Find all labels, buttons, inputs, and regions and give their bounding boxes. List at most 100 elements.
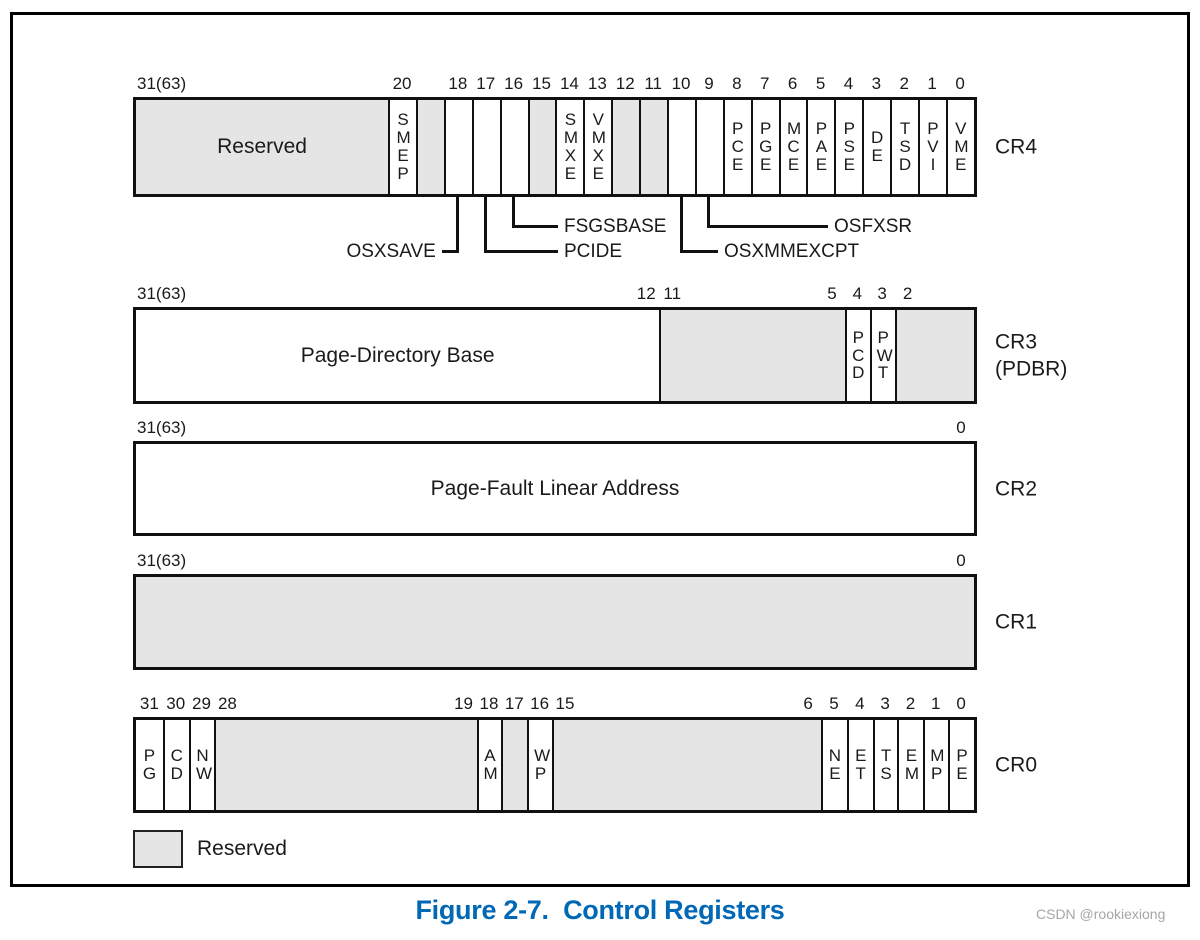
reserved-cell: Reserved	[136, 100, 389, 194]
bit-number: 0	[956, 551, 966, 570]
bit-field-cell: PSE	[834, 100, 862, 194]
callout-line	[679, 250, 718, 253]
bit-number: 12	[636, 284, 656, 303]
bit-field-label: SMEP	[396, 110, 411, 183]
register-name-cr2: CR2	[995, 476, 1038, 500]
bit-number: 7	[760, 74, 770, 93]
bit-field-cell: PG	[136, 720, 163, 810]
bit-number: 2	[899, 74, 909, 93]
callout-label: OSXSAVE	[346, 240, 436, 262]
bit-field-cell	[694, 100, 723, 194]
bit-field-label: ET	[855, 746, 867, 783]
reserved-cell	[659, 310, 845, 401]
bit-field-label: PSE	[843, 119, 855, 174]
callout-line	[707, 197, 711, 228]
bit-field-cell: PGE	[750, 100, 779, 194]
bit-number: 3	[877, 284, 887, 303]
bit-field-cell: PE	[948, 720, 974, 810]
bit-number: 0	[955, 74, 965, 93]
bit-field-cell: Page-Fault Linear Address	[136, 444, 974, 533]
bit-number: 16	[504, 74, 524, 93]
bit-field-cell: PCD	[844, 310, 870, 401]
bit-field-cell: EM	[897, 720, 923, 810]
bit-field-label: EM	[904, 746, 920, 783]
bit-range-label: 31(63)	[137, 284, 187, 303]
bit-number: 17	[476, 74, 496, 93]
watermark-text: CSDN @rookiexiong	[1036, 906, 1166, 922]
bit-field-cell: MP	[923, 720, 948, 810]
bit-field-cell: PWT	[869, 310, 895, 401]
reserved-cell	[639, 100, 667, 194]
bit-field-label: Page-Fault Linear Address	[430, 476, 680, 500]
bit-number: 5	[829, 694, 839, 713]
register-name-cr1: CR1	[995, 610, 1038, 634]
bit-field-label: PAE	[815, 119, 828, 174]
bit-field-cell	[443, 100, 472, 194]
bit-number: 15	[555, 694, 575, 713]
bit-field-label: PVI	[927, 119, 939, 174]
callout-label: PCIDE	[564, 240, 623, 262]
bit-field-cell: VMXE	[583, 100, 611, 194]
bit-field-cell: ET	[846, 720, 873, 810]
bit-number: 4	[855, 694, 865, 713]
bit-field-cell: TS	[872, 720, 898, 810]
bit-field-cell: TSD	[890, 100, 918, 194]
bit-field-label: NW	[196, 746, 213, 783]
bit-number: 5	[827, 284, 837, 303]
bit-field-label: PCE	[731, 119, 744, 174]
bit-number: 14	[559, 74, 579, 93]
bit-number: 28	[217, 694, 237, 713]
callout-line	[707, 225, 828, 228]
bit-number: 6	[787, 74, 798, 93]
reserved-cell	[551, 720, 822, 810]
callout-label: OSXMMEXCPT	[724, 240, 860, 262]
callout-line	[484, 250, 558, 253]
bit-number: 4	[852, 284, 863, 303]
legend-reserved-label: Reserved	[197, 837, 287, 860]
reserved-cell	[136, 577, 974, 667]
callout-line	[441, 250, 460, 253]
bit-field-label: PE	[956, 746, 968, 783]
bit-field-cell	[499, 100, 528, 194]
bit-number: 19	[454, 694, 474, 713]
bit-number: 11	[644, 74, 662, 93]
bit-number: 12	[615, 74, 635, 93]
bit-field-cell: NE	[821, 720, 847, 810]
figure-caption: Figure 2-7. Control Registers	[415, 895, 785, 925]
reserved-cell	[611, 100, 640, 194]
bit-number: 1	[931, 694, 941, 713]
bit-range-label: 31(63)	[137, 551, 187, 570]
bit-number: 3	[871, 74, 882, 93]
bit-range-label: 31(63)	[137, 418, 187, 437]
bit-field-label: MCE	[787, 119, 802, 174]
bit-field-label: DE	[871, 128, 884, 165]
bit-number: 18	[448, 74, 468, 93]
bit-field-label: PWT	[876, 327, 893, 383]
bit-field-cell: NW	[188, 720, 215, 810]
bit-field-label: NE	[828, 746, 842, 783]
bit-field-label: PGE	[759, 119, 773, 174]
bit-field-cell: PVI	[918, 100, 946, 194]
reserved-cell	[894, 310, 974, 401]
bit-number: 3	[880, 694, 890, 713]
callout-label: FSGSBASE	[564, 215, 667, 237]
bit-number: 8	[732, 74, 742, 93]
bit-field-cell: PCE	[722, 100, 751, 194]
bit-field-cell: SMEP	[388, 100, 416, 194]
bit-field-label: AM	[483, 746, 498, 783]
bit-number: 17	[504, 694, 524, 713]
reserved-cell	[501, 720, 528, 810]
bit-number: 11	[663, 284, 682, 303]
bit-number: 2	[905, 694, 916, 713]
bit-number: 0	[956, 694, 966, 713]
callout-line	[512, 197, 516, 228]
bit-field-cell: MCE	[778, 100, 807, 194]
bit-field-label: VMXE	[591, 110, 606, 183]
bit-number: 0	[956, 418, 966, 437]
reserved-cell	[415, 100, 444, 194]
bit-field-label: Reserved	[217, 135, 307, 158]
bit-number: 30	[166, 694, 186, 713]
bit-field-label: TSD	[898, 119, 912, 174]
bit-number: 15	[532, 74, 552, 93]
